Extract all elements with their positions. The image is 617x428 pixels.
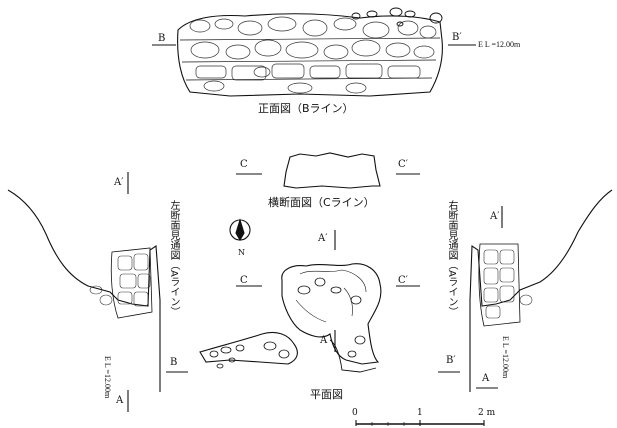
section-mark-b-right: B′ bbox=[452, 32, 462, 43]
left-section-title: 左断面見通図（Aライン） bbox=[168, 200, 179, 317]
front-view-title: 正面図（Bライン） bbox=[258, 102, 354, 115]
section-mark-c-left-lower: C bbox=[240, 275, 248, 286]
scale-tick-1: 1 bbox=[417, 408, 423, 418]
cross-section-title: 横断面図（Cライン） bbox=[268, 196, 375, 209]
elevation-label-top: E L =12.00m bbox=[478, 40, 521, 49]
section-mark-c-left-upper: C bbox=[240, 159, 248, 170]
cross-section-drawing bbox=[236, 152, 420, 189]
section-mark-c-right-lower: C′ bbox=[398, 275, 408, 286]
section-mark-b-left-lower: B bbox=[170, 357, 178, 368]
elevation-label-right: E L =12.00m bbox=[501, 336, 510, 379]
section-mark-b-left: B bbox=[158, 33, 166, 44]
north-arrow-drawing bbox=[229, 218, 251, 242]
north-label: N bbox=[238, 248, 245, 257]
section-mark-a-center-upper: A′ bbox=[318, 233, 328, 244]
section-mark-c-right-upper: C′ bbox=[398, 159, 408, 170]
elevation-label-left: E L =12.00m bbox=[103, 356, 112, 399]
section-mark-a-center-lower: A bbox=[320, 335, 328, 346]
plan-view-title: 平面図 bbox=[310, 388, 343, 401]
section-mark-b-right-lower: B′ bbox=[446, 355, 456, 366]
scale-tick-0: 0 bbox=[352, 408, 358, 418]
section-mark-a-right-upper: A′ bbox=[490, 211, 500, 222]
scale-tick-2: 2 m bbox=[478, 408, 496, 418]
section-mark-a-left-upper: A′ bbox=[114, 177, 124, 188]
left-section-drawing bbox=[7, 172, 188, 412]
front-view-drawing bbox=[152, 7, 476, 97]
plan-view-drawing bbox=[199, 230, 420, 373]
scale-bar-drawing bbox=[355, 420, 485, 426]
section-mark-a-left-lower: A bbox=[116, 395, 124, 406]
right-section-drawing bbox=[438, 189, 613, 392]
right-section-title: 右断面見通図（Aライン） bbox=[446, 200, 457, 317]
section-mark-a-right-lower: A bbox=[482, 373, 490, 384]
